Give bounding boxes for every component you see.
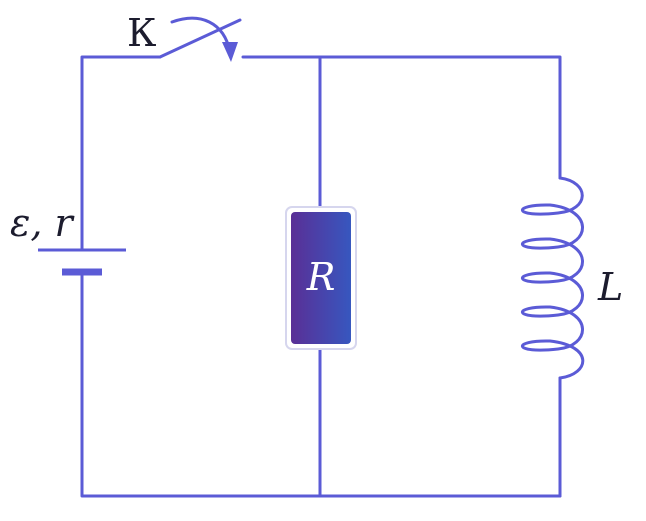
switch-blade <box>158 18 242 59</box>
switch: К <box>127 11 242 62</box>
battery: ε, r <box>10 201 126 276</box>
switch-arrow-head <box>222 42 238 62</box>
resistor: R <box>285 206 357 350</box>
wire-left-bottom <box>80 270 562 498</box>
inductor-coil <box>521 176 585 380</box>
wire-top <box>241 55 562 180</box>
resistor-label: R <box>306 255 336 299</box>
wires <box>80 55 562 498</box>
source-label: ε, r <box>10 201 76 245</box>
resistor-body <box>291 212 351 344</box>
switch-label: К <box>127 11 156 55</box>
inductor-label: L <box>597 265 623 309</box>
wire-left-top <box>80 55 162 252</box>
inductor: L <box>521 176 623 380</box>
